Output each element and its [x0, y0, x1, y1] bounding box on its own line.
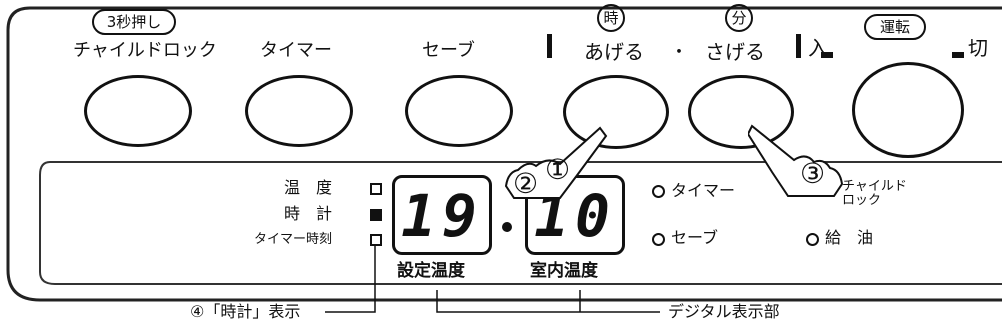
up-hour-note: 時 [597, 4, 625, 32]
up-button[interactable] [563, 75, 669, 149]
indicator-temp-label: 温 度 [284, 178, 333, 197]
save-label: セーブ [422, 40, 475, 61]
step-three: ③ [800, 157, 826, 190]
step-one: ① [545, 153, 571, 186]
room-temp-label: 室内温度 [530, 261, 598, 281]
down-button[interactable] [688, 75, 794, 149]
childlock-lamp-label: チャイルド ロック [842, 179, 907, 209]
down-minute-note: 分 [725, 4, 753, 32]
indicator-timer-time [370, 234, 382, 246]
fuel-lamp-label: 給 油 [825, 228, 874, 247]
step-two: ② [513, 167, 539, 200]
timer-button[interactable] [245, 75, 353, 147]
set-temp-label: 設定温度 [397, 261, 465, 281]
separator-dot: ・ [670, 42, 688, 63]
save-lamp-label: セーブ [671, 228, 719, 247]
set-temp-value: 19 [401, 182, 483, 250]
fuel-lamp [806, 233, 819, 246]
hand-pointer-icon-2 [748, 124, 844, 197]
indicator-timer-time-label: タイマー時刻 [254, 232, 333, 247]
power-button[interactable] [852, 62, 964, 158]
power-on-label: 入 [808, 36, 828, 60]
power-off-label: 切 [968, 36, 988, 60]
timer-lamp [652, 185, 665, 198]
timer-label: タイマー [260, 40, 332, 61]
indicator-clock [370, 209, 382, 221]
save-button[interactable] [405, 75, 513, 147]
down-label: さげる [705, 40, 765, 64]
up-label: あげる [584, 40, 644, 64]
childlock-label: チャイルドロック [73, 40, 217, 61]
childlock-hold-note: 3秒押し [92, 9, 176, 35]
hand-pointer-icon [504, 126, 608, 199]
power-run-note: 運転 [864, 14, 926, 40]
indicator-clock-label: 時 計 [284, 204, 333, 223]
childlock-button[interactable] [84, 75, 192, 147]
callout-clock-display: ④「時計」表示 [190, 302, 301, 321]
save-lamp [652, 233, 665, 246]
indicator-temp [370, 183, 382, 195]
timer-lamp-label: タイマー [671, 181, 736, 200]
colon-dot [502, 222, 512, 232]
callout-digital-display: デジタル表示部 [668, 302, 780, 321]
set-temp-digits: 19 [392, 175, 492, 255]
